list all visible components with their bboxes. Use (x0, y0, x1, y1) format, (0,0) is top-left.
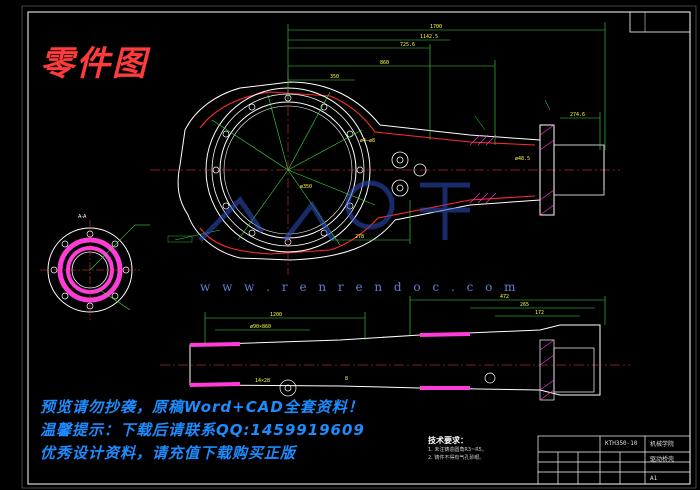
title-block-code: KTH350-10 (605, 440, 638, 447)
svg-text:265: 265 (520, 302, 529, 308)
svg-text:350: 350 (330, 74, 339, 80)
svg-text:ø350: ø350 (300, 184, 312, 190)
svg-text:ø4–ø8: ø4–ø8 (360, 138, 375, 144)
side-view: 1200 472 265 172 ø90×860 8 14×28 (160, 294, 630, 401)
main-view: 1700 1142.5 725.6 860 350 274.6 278 ø350 ø4–… (150, 22, 620, 275)
drawing-frame (27, 11, 691, 485)
watermark-logo (198, 180, 470, 242)
title-block-sheet: A1 (650, 475, 658, 482)
svg-text:172: 172 (535, 310, 544, 316)
top-right-label-box (629, 11, 691, 33)
drawing-title: 零件图 (40, 44, 148, 84)
preview-notice-line-1: 预览请勿抄袭，原稿Word+CAD全套资料！ (40, 398, 364, 416)
tech-requirement-line-2: 2. 铸件不得有气孔砂眼。 (428, 455, 485, 461)
preview-notice-line-2: 温馨提示：下载后请联系QQ:1459919609 (40, 421, 365, 439)
title-block (537, 435, 691, 485)
tech-requirements-title: 技术要求： (428, 436, 468, 445)
title-block-part-name: 驱动桥壳 (650, 456, 675, 463)
watermark-site-text: w w w . r e n r e n d o c . c o m (200, 280, 520, 294)
svg-text:8: 8 (345, 376, 348, 382)
svg-text:ø90×860: ø90×860 (250, 324, 271, 330)
svg-text:278: 278 (355, 234, 364, 240)
tech-requirement-line-1: 1. 未注铸造圆角R3~R5。 (428, 447, 487, 453)
svg-text:1700: 1700 (430, 24, 442, 30)
svg-text:472: 472 (500, 294, 509, 300)
svg-text:274.6: 274.6 (570, 112, 585, 118)
svg-text:1142.5: 1142.5 (420, 34, 438, 40)
svg-text:14×28: 14×28 (255, 378, 270, 384)
svg-text:1200: 1200 (270, 312, 282, 318)
svg-text:725.6: 725.6 (400, 42, 415, 48)
preview-notice-line-3: 优秀设计资料，请充值下载购买正版 (40, 444, 297, 462)
section-a-view: A-A (40, 214, 150, 320)
title-block-school: 机械学院 (650, 441, 675, 448)
svg-text:A-A: A-A (78, 214, 87, 220)
svg-text:ø48.5: ø48.5 (515, 156, 530, 162)
svg-text:860: 860 (380, 60, 389, 66)
